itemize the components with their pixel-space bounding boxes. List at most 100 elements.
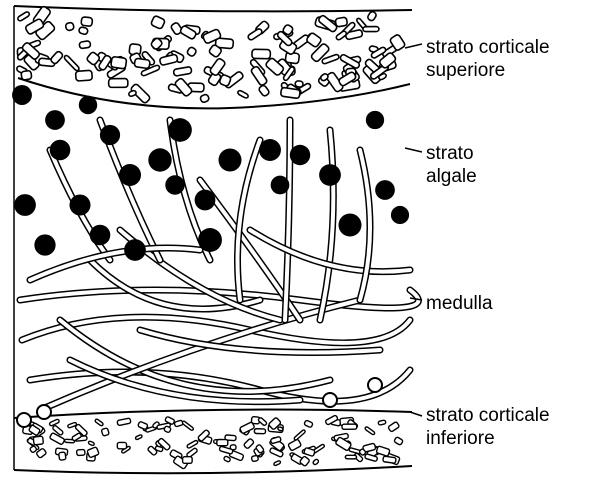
- hypha-end-ring: [17, 413, 31, 427]
- lower-cortex-cell: [258, 417, 268, 426]
- cortex-cell: [150, 15, 165, 29]
- lower-cortex-cell: [59, 452, 67, 460]
- cortex-cell: [258, 84, 270, 97]
- label-leader-lines: [405, 44, 422, 416]
- cortex-cell: [280, 87, 300, 98]
- lower-cortex-cell: [304, 420, 313, 428]
- label-lower-cortex: strato corticale inferiore: [426, 404, 550, 450]
- lower-cortex-cell: [277, 427, 283, 432]
- lower-cortex-cell: [186, 440, 198, 449]
- algal-cell: [45, 110, 65, 130]
- algal-cell: [290, 145, 310, 165]
- lower-cortex-cell: [251, 455, 258, 461]
- leader-line: [405, 44, 422, 48]
- cortex-cell: [17, 11, 30, 22]
- algal-cell: [119, 164, 141, 186]
- lower-cortex-cell: [87, 447, 99, 458]
- algal-cell: [50, 140, 71, 161]
- cortex-cell: [174, 77, 193, 97]
- lower-cortex-cell: [135, 434, 143, 440]
- lower-cortex-cell: [288, 439, 302, 451]
- lower-cortex-cell: [174, 420, 183, 427]
- cortex-cell: [134, 58, 150, 69]
- cortex-cell: [78, 26, 88, 34]
- hypha-end-ring: [37, 405, 51, 419]
- algal-cell: [366, 111, 384, 129]
- lower-cortex-cell: [77, 449, 86, 455]
- lower-cortex-cell: [182, 420, 195, 431]
- cortex-cell: [252, 49, 271, 59]
- lower-cortex-cell: [117, 418, 131, 426]
- lower-cortex-cell: [217, 439, 228, 445]
- lower-cortex-cell: [378, 420, 386, 425]
- lower-cortex-cell: [345, 455, 356, 459]
- lower-cortex-cell: [33, 436, 43, 445]
- lower-cortex-cell: [294, 429, 306, 440]
- cortex-cell: [186, 46, 197, 57]
- label-lower-cortex-line1: strato corticale: [426, 404, 550, 427]
- cortex-cell: [81, 17, 93, 27]
- cortex-cell: [159, 54, 178, 66]
- lower-cortex-cell: [239, 422, 254, 434]
- cortex-cell: [63, 55, 80, 72]
- algal-cells: [12, 85, 409, 261]
- algal-cell: [90, 225, 111, 246]
- cortex-cell: [111, 56, 127, 69]
- lower-cortex-cell: [117, 442, 126, 448]
- cortex-cell: [50, 50, 64, 64]
- cortex-cell: [335, 30, 347, 40]
- lower-cortex-cell: [254, 429, 265, 434]
- cortex-cell: [367, 11, 377, 22]
- label-algal-layer-line1: strato: [426, 142, 477, 165]
- label-lower-cortex-line2: inferiore: [426, 427, 550, 450]
- lower-cortex-cell: [364, 426, 375, 435]
- cortex-cell: [65, 22, 74, 31]
- algal-cell: [259, 139, 281, 161]
- hypha-end-ring: [368, 378, 382, 392]
- lower-cortex-cell: [335, 437, 351, 451]
- cortex-cell: [363, 27, 379, 32]
- lower-cortex-cell: [342, 424, 357, 429]
- lower-cortex-cell: [243, 438, 254, 449]
- lower-cortex-cell: [183, 457, 193, 464]
- algal-cell: [338, 213, 361, 236]
- cortex-cell: [79, 41, 91, 49]
- algal-cell: [219, 149, 242, 172]
- lower-cortex-cell: [95, 419, 104, 427]
- lower-cortex-cell: [394, 437, 404, 446]
- cortex-cell: [237, 90, 249, 99]
- hypha-lumen: [60, 320, 330, 391]
- label-algal-layer-line2: algale: [426, 165, 477, 188]
- algal-cell: [12, 85, 32, 105]
- label-medulla: medulla: [426, 292, 493, 315]
- hypha: [60, 320, 330, 391]
- label-upper-cortex-line1: strato corticale: [426, 36, 550, 59]
- lower-cortex-cell: [312, 459, 319, 466]
- algal-cell: [391, 206, 409, 224]
- algal-cell: [100, 125, 120, 145]
- algal-cell: [168, 118, 192, 142]
- label-medulla-line1: medulla: [426, 292, 493, 315]
- cortex-cell: [200, 94, 210, 103]
- algal-cell: [319, 164, 341, 186]
- algal-cell: [375, 180, 395, 200]
- hypha-end-ring: [323, 393, 337, 407]
- algal-cell: [198, 228, 222, 252]
- label-algal-layer: strato algale: [426, 142, 477, 188]
- algal-cell: [79, 96, 97, 114]
- algal-cell: [271, 176, 290, 195]
- algal-cell: [165, 175, 184, 194]
- algal-cell: [34, 234, 55, 255]
- label-upper-cortex: strato corticale superiore: [426, 36, 550, 82]
- upper-cortex-top-edge: [14, 6, 412, 11]
- lower-cortex-cell: [388, 421, 400, 432]
- cortex-cell: [75, 70, 92, 81]
- lower-cortex-cell: [101, 428, 109, 436]
- cortex-cell: [335, 17, 347, 27]
- lower-cortex-cell: [273, 460, 281, 466]
- cortex-cell: [306, 32, 322, 48]
- algal-cell: [148, 148, 171, 171]
- cortex-cell: [109, 79, 128, 88]
- label-upper-cortex-line2: superiore: [426, 59, 550, 82]
- cortex-cell: [21, 70, 32, 80]
